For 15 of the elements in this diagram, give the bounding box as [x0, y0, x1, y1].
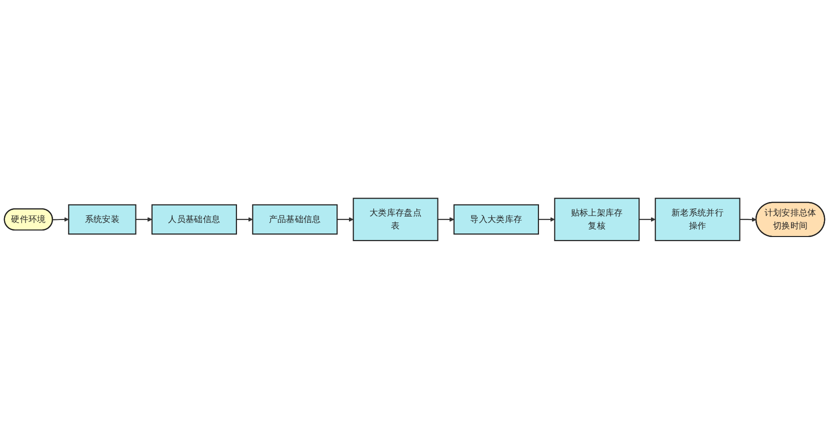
node-box: 贴标上架库存复核: [554, 198, 640, 242]
node-box: 系统安装: [68, 204, 136, 235]
node-box: 人员基础信息: [151, 204, 237, 235]
arrow: [639, 217, 656, 222]
arrow: [740, 217, 756, 222]
arrow: [538, 217, 555, 222]
arrow: [337, 217, 354, 222]
arrow: [136, 217, 152, 222]
arrow: [236, 217, 253, 222]
node-box: 大类库存盘点表: [352, 198, 438, 242]
node-box: 导入大类库存: [453, 204, 539, 235]
arrow: [438, 217, 454, 222]
arrow: [52, 217, 69, 222]
node-box: 产品基础信息: [252, 204, 338, 235]
node-box: 新老系统并行操作: [654, 198, 740, 242]
